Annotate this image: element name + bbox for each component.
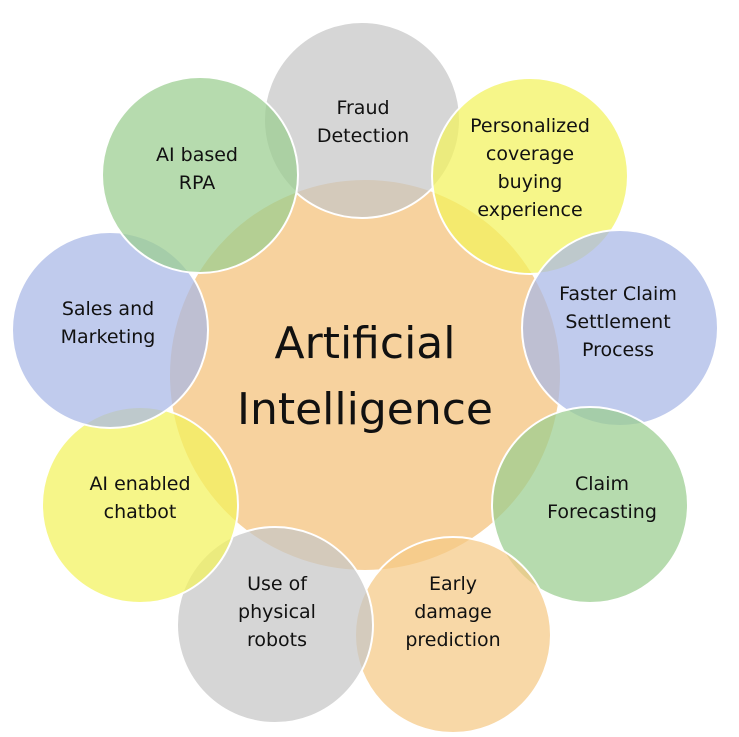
node-label-line: coverage (486, 143, 574, 165)
node-label-line: Use of (247, 573, 308, 595)
node-label-physical-robots: Use of physical robots (238, 573, 316, 651)
node-label-line: prediction (405, 629, 500, 651)
node-label-line: AI based (156, 144, 238, 166)
node-label-line: Faster Claim (559, 283, 677, 305)
node-label-line: Marketing (61, 326, 156, 348)
node-label-line: Early (429, 573, 477, 595)
node-label-line: Claim (575, 473, 629, 495)
node-label-line: Settlement (565, 311, 670, 333)
center-label-line: Artificial (275, 318, 456, 369)
node-label-line: physical (238, 601, 316, 623)
center-label-line: Intelligence (237, 384, 493, 435)
node-label-line: Forecasting (547, 501, 657, 523)
node-label-line: robots (247, 629, 307, 651)
node-label-line: AI enabled (89, 473, 190, 495)
node-label-line: RPA (179, 172, 215, 194)
node-label-line: experience (477, 199, 582, 221)
node-label-line: Process (582, 339, 654, 361)
node-label-personalized-coverage: Personalized coverage buying experience (470, 115, 590, 221)
node-circle-physical-robots (176, 526, 374, 724)
node-label-early-damage-prediction: Early damage prediction (405, 573, 500, 651)
node-label-line: Sales and (62, 298, 154, 320)
node-label-line: damage (414, 601, 492, 623)
node-circle-ai-rpa (101, 76, 299, 274)
node-circle-claim-forecasting (491, 406, 689, 604)
node-circle-sales-marketing (11, 231, 209, 429)
node-label-line: Detection (317, 125, 409, 147)
node-label-line: chatbot (104, 501, 177, 523)
node-label-line: buying (498, 171, 563, 193)
node-label-line: Personalized (470, 115, 590, 137)
node-label-ai-chatbot: AI enabled chatbot (89, 473, 190, 523)
node-circle-personalized-coverage (431, 77, 629, 275)
node-label-line: Fraud (336, 97, 389, 119)
